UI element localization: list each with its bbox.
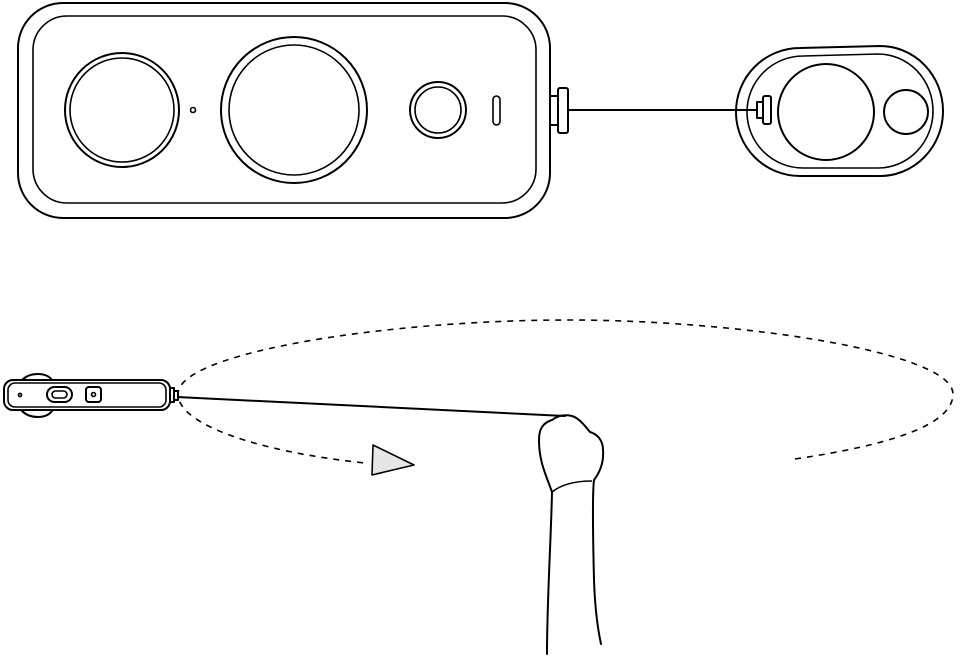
tether-line <box>176 396 566 417</box>
remote-main-button <box>777 63 875 161</box>
camera-inner-body <box>32 15 537 204</box>
hand-fist-icon <box>538 414 605 655</box>
rotation-direction-arrow-icon <box>371 444 415 476</box>
main-lens-inner <box>228 44 360 176</box>
remote-small-button <box>883 89 929 135</box>
usb-port <box>46 386 73 403</box>
side-button <box>85 386 102 403</box>
small-lens-inner <box>414 86 462 134</box>
left-lens-inner <box>69 57 175 163</box>
status-slot <box>492 95 501 126</box>
swing-orbit-path <box>177 319 954 464</box>
remote-control-icon <box>735 45 944 177</box>
left-lens <box>64 52 180 168</box>
indicator-dot <box>189 106 197 114</box>
tether-top <box>549 87 772 134</box>
camera-outer-body <box>17 2 551 219</box>
camera-top-view-icon <box>17 2 551 219</box>
small-lens <box>409 81 467 139</box>
camera-side-view-icon <box>3 373 179 418</box>
main-lens <box>220 36 368 184</box>
